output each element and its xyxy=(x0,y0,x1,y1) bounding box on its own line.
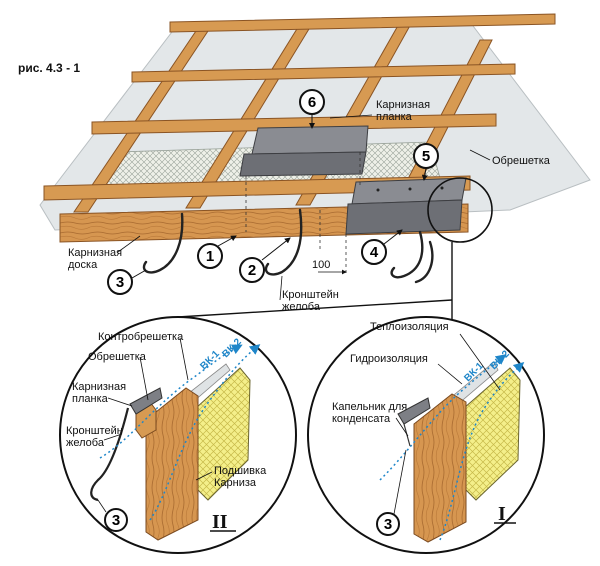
callout-2: 2 xyxy=(239,237,291,283)
callout-3-ii: 3 xyxy=(112,512,120,529)
label-obreshetka: Обрешетка xyxy=(492,155,551,167)
label-karniz-planka-ii-1: Карнизная xyxy=(72,381,126,393)
label-karniz-planka-2: планка xyxy=(376,111,413,123)
label-teploizolyaciya: Теплоизоляция xyxy=(370,321,449,333)
callout-3: 3 xyxy=(107,269,147,295)
svg-text:4: 4 xyxy=(370,244,379,261)
detail-ii: ВК-1 ВК-2 Контробрешетка Обрешетка Карни… xyxy=(59,299,453,554)
label-kronshtein-ii-2: желоба xyxy=(66,437,105,449)
label-podshivka-2: Карниза xyxy=(214,477,257,489)
install-guides xyxy=(245,152,361,275)
detail-marker-circle xyxy=(427,177,493,243)
label-kontrobreshetka: Контробрешетка xyxy=(98,331,184,343)
battens xyxy=(43,13,556,201)
callout-1: 1 xyxy=(197,235,237,269)
label-kronshtein-ii-1: Кронштейн xyxy=(66,425,123,437)
label-obreshetka-ii: Обрешетка xyxy=(88,351,147,363)
label-kapelnik-1: Капельник для xyxy=(332,401,407,413)
callout-6: 6 xyxy=(299,89,325,129)
eaves-flashing-mounted xyxy=(345,177,467,235)
roman-i: I xyxy=(498,503,506,525)
label-podshivka-1: Подшивка xyxy=(214,465,267,477)
figure-label: рис. 4.3 - 1 xyxy=(18,61,80,75)
label-karniz-planka-ii-2: планка xyxy=(72,393,109,405)
label-karniz-doska-1: Карнизная xyxy=(68,247,122,259)
svg-text:5: 5 xyxy=(422,148,430,165)
detail-i: ВК-1 ВК-2 Теплоизоляция Гидроизоляция Ка… xyxy=(307,316,545,554)
label-karniz-doska-2: доска xyxy=(68,259,98,271)
label-gidroizolyaciya: Гидроизоляция xyxy=(350,353,428,365)
label-kapelnik-2: конденсата xyxy=(332,413,391,425)
dimension-100: 100 xyxy=(312,259,347,275)
eaves-flashing-top xyxy=(239,125,369,177)
callout-5: 5 xyxy=(413,143,439,181)
roman-ii: II xyxy=(212,511,228,533)
svg-text:3: 3 xyxy=(116,274,124,291)
label-karniz-planka-1: Карнизная xyxy=(376,99,430,111)
callout-4: 4 xyxy=(361,229,403,265)
svg-text:100: 100 xyxy=(312,259,330,271)
label-kronshtein-1: Кронштейн xyxy=(282,289,339,301)
svg-text:2: 2 xyxy=(248,262,256,279)
gutter-brackets xyxy=(142,208,434,284)
svg-text:1: 1 xyxy=(206,248,214,265)
callout-3-i: 3 xyxy=(384,516,392,533)
svg-text:6: 6 xyxy=(308,94,316,111)
label-kronshtein-2: желоба xyxy=(282,301,321,313)
